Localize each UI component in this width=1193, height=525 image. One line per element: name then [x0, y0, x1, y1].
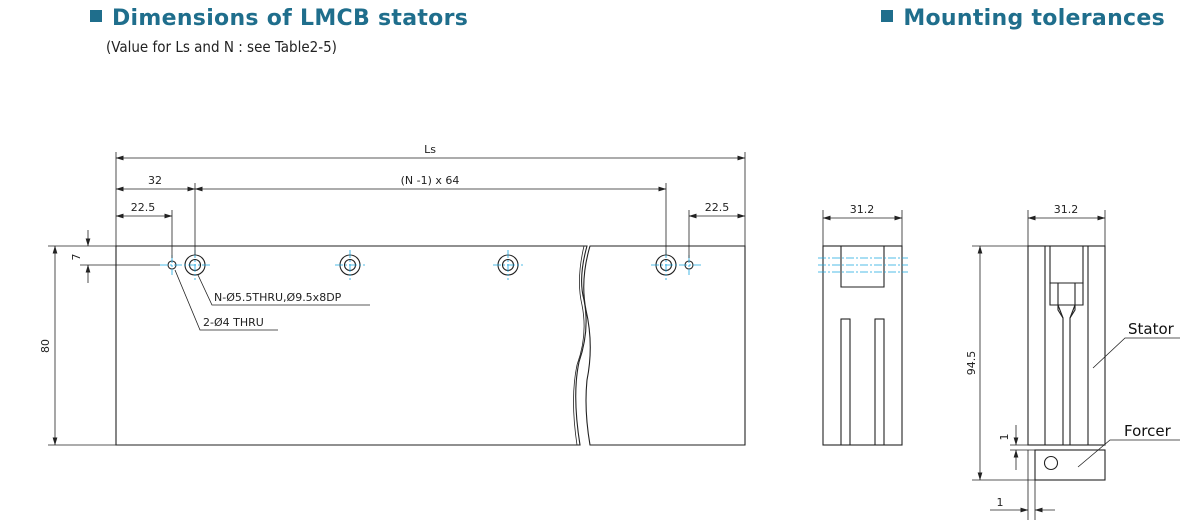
stator-body-right [583, 245, 746, 446]
front-dimensions [48, 152, 746, 446]
side-view-centerlines [818, 257, 908, 273]
bullet-square-icon [881, 10, 894, 22]
side-view-dimensions [822, 210, 903, 246]
dim-ls-label: Ls [424, 143, 436, 156]
dim-mounting-height-label: 94.5 [965, 351, 978, 376]
dim-32-label: 32 [148, 174, 162, 187]
dim-22-5-right-label: 22.5 [705, 201, 730, 214]
table-reference-note: (Value for Ls and N : see Table2-5) [106, 38, 337, 56]
title-mounting-tolerances-text: Mounting tolerances [903, 6, 1165, 31]
callout-thru-hole: 2-Ø4 THRU [203, 316, 264, 329]
dim-gap-vertical-label: 1 [998, 434, 1011, 441]
break-line [573, 245, 585, 446]
mounting-dimensions [972, 210, 1180, 520]
title-stator-dimensions: Dimensions of LMCB stators [90, 6, 468, 31]
callout-counterbore: N-Ø5.5THRU,Ø9.5x8DP [214, 291, 342, 304]
label-forcer: Forcer [1124, 422, 1172, 440]
stator-body-left [115, 245, 588, 446]
stator-front-view [115, 245, 746, 446]
mounting-view [1027, 245, 1106, 481]
title-stator-dimensions-text: Dimensions of LMCB stators [112, 6, 469, 31]
dim-gap-horizontal-label: 1 [997, 496, 1004, 509]
forcer-hole [1043, 455, 1059, 471]
title-mounting-tolerances: Mounting tolerances [881, 6, 1165, 31]
label-stator: Stator [1128, 320, 1175, 338]
dim-pitch-label: (N -1) x 64 [401, 174, 460, 187]
stator-side-view [822, 245, 903, 446]
dim-7-label: 7 [70, 254, 83, 261]
bullet-square-icon [90, 10, 102, 22]
dim-80-label: 80 [39, 339, 52, 353]
dim-mounting-width-label: 31.2 [1054, 203, 1079, 216]
dim-side-width-label: 31.2 [850, 203, 875, 216]
dim-22-5-left-label: 22.5 [131, 201, 156, 214]
mounting-stator-body [1027, 245, 1106, 446]
